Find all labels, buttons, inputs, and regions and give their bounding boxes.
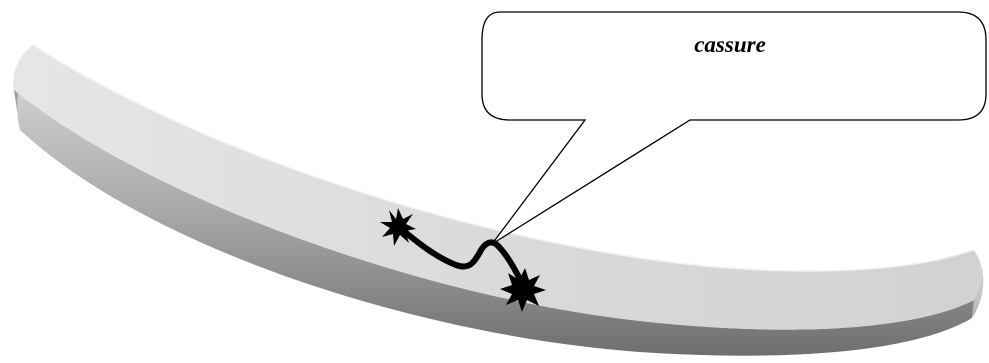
callout-label: cassure	[694, 32, 766, 57]
crack-burst-right-icon	[500, 268, 546, 312]
curved-beam	[13, 44, 984, 356]
crack-burst-left-icon	[380, 208, 416, 246]
callout-bubble	[481, 11, 987, 245]
beam-top-face	[13, 45, 982, 330]
callout: cassure	[481, 11, 987, 245]
beam-right-end	[972, 250, 984, 318]
crack-line	[395, 223, 528, 293]
beam-front-face	[14, 90, 974, 356]
beam-top-edge-highlight	[32, 44, 974, 272]
